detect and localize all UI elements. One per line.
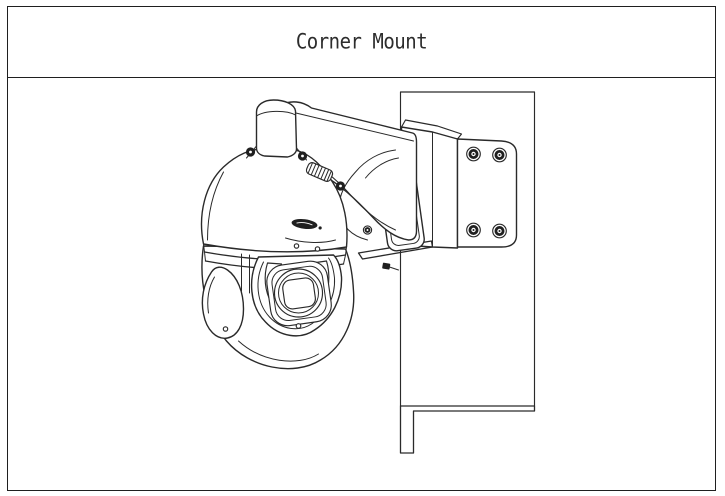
bracket-screw bbox=[492, 223, 507, 239]
illustration-canvas bbox=[8, 78, 715, 490]
bracket-screw bbox=[492, 147, 507, 163]
cap-screw bbox=[297, 151, 308, 161]
bracket-screw bbox=[466, 222, 481, 238]
threaded-conduit bbox=[305, 162, 346, 191]
cap-screw bbox=[245, 147, 256, 157]
hex-nut bbox=[335, 181, 346, 191]
lens-window bbox=[282, 277, 316, 310]
page-title: Corner Mount bbox=[295, 29, 428, 55]
page-frame: Corner Mount bbox=[7, 6, 716, 491]
corner-mount-illustration bbox=[200, 91, 536, 454]
plate-screw bbox=[362, 225, 373, 235]
cable-connector bbox=[382, 262, 399, 271]
camera-top-cap bbox=[245, 99, 308, 161]
mount-arm bbox=[280, 101, 418, 241]
bracket-screw bbox=[466, 146, 481, 162]
title-bar: Corner Mount bbox=[8, 7, 715, 78]
yoke-side-cover bbox=[201, 253, 250, 339]
dahua-logo bbox=[291, 218, 322, 230]
lens-assembly bbox=[250, 254, 343, 337]
